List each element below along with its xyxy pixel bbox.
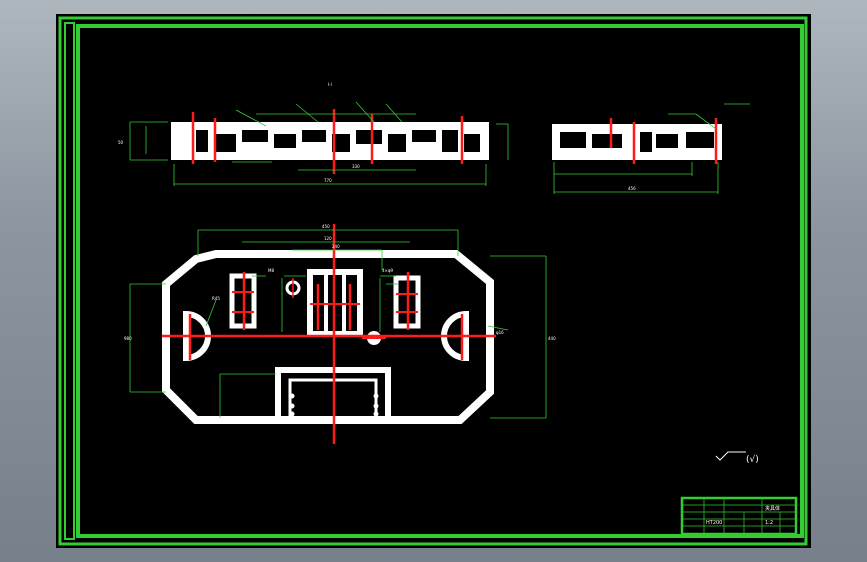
outer-frame xyxy=(58,16,808,546)
dim-770: 770 xyxy=(324,178,332,183)
inner-frame xyxy=(76,24,804,538)
cad-viewport[interactable]: I-I xyxy=(56,14,811,548)
annotation-phi16: φ16 xyxy=(496,330,504,335)
title-block: 夹具体 HT200 1:2 xyxy=(680,496,798,536)
dim-120: 120 xyxy=(324,236,332,241)
inner-frame-left-band xyxy=(64,22,75,540)
cad-drawing: I-I xyxy=(58,16,808,546)
dim-980: 980 xyxy=(124,336,132,341)
dim-440: 440 xyxy=(548,336,556,341)
surface-note-text: (√) xyxy=(746,454,759,465)
annotation-4phi9: 4×φ9 xyxy=(382,268,394,273)
title-block-cell-2: 1:2 xyxy=(765,520,773,526)
plan-view: 450 980 120 240 440 R45 φ16 M8 4×φ9 xyxy=(124,224,556,444)
title-block-cell-0: 夹具体 xyxy=(765,505,780,512)
surface-note: (√) xyxy=(715,451,759,465)
annotation-m8: M8 xyxy=(268,268,274,273)
dim-330: 330 xyxy=(352,164,360,169)
section-label: I-I xyxy=(328,82,332,87)
dim-240b: 240 xyxy=(332,244,340,249)
section-view-left: I-I xyxy=(118,82,509,186)
dim-450: 450 xyxy=(322,224,330,229)
dim-240: 240 xyxy=(242,156,250,161)
side-view-right: 456 xyxy=(552,103,750,194)
title-block-cell-1: HT200 xyxy=(706,520,722,526)
dim-50: 50 xyxy=(118,140,124,145)
annotation-r45: R45 xyxy=(212,296,220,301)
dim-456: 456 xyxy=(628,186,636,191)
